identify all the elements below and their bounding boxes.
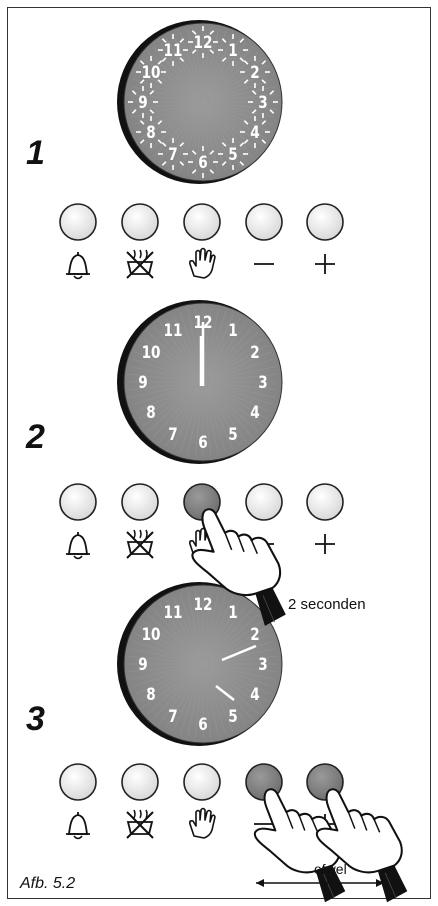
minus-button[interactable] [245,483,283,521]
dial-numeral: 2 [250,625,259,645]
crossed-pot-icon [126,809,154,839]
dial-numeral: 5 [228,145,237,165]
blink-rays-icon [136,56,167,88]
dial-numeral: 6 [198,433,207,453]
blink-rays-icon [158,34,188,67]
blink-rays-icon [239,116,270,148]
hand-icon [189,247,216,279]
dial-numeral: 5 [228,425,237,445]
bell-icon [66,532,90,560]
end-button[interactable] [121,203,159,241]
dial-numeral: 11 [164,41,183,61]
dial-numeral: 8 [146,403,155,423]
dial-numeral: 9 [138,373,147,393]
timer-button[interactable] [59,203,97,241]
dial-numeral: 2 [250,63,259,83]
blink-rays-icon [218,137,248,170]
step-number-1: 1 [26,134,45,172]
hand-button[interactable] [183,763,221,801]
button-row-2 [59,483,344,560]
end-button[interactable] [121,763,159,801]
bell-icon [66,252,90,280]
dial-numeral: 12 [194,595,213,615]
dial-numeral: 9 [138,93,147,113]
dial-numeral: 4 [250,123,259,143]
plus-button[interactable] [306,483,344,521]
double-arrow-icon [256,879,384,887]
plus-button[interactable] [306,203,344,241]
hand-button[interactable] [183,203,221,241]
dial-numeral: 8 [146,123,155,143]
clock-hand [221,644,257,662]
dial-numeral: 1 [228,41,237,61]
plus-icon [315,534,335,554]
timer-button[interactable] [59,483,97,521]
dial-numeral: 12 [194,33,213,53]
dial-numeral: 10 [142,625,161,645]
timer-button[interactable] [59,763,97,801]
clock-hand [215,685,235,701]
blink-rays-icon [136,116,167,148]
dial-numeral: 10 [142,63,161,83]
blink-rays-icon [248,86,278,118]
blink-rays-icon [188,146,218,178]
dial-numeral: 7 [168,707,177,727]
step-number-2: 2 [26,418,45,456]
crossed-pot-icon [126,529,154,559]
hand-icon [189,807,216,839]
dial-numeral: 11 [164,603,183,623]
blink-rays-icon [239,56,270,88]
bell-icon [66,812,90,840]
dial-numeral: 3 [258,655,267,675]
dial-numeral: 10 [142,343,161,363]
dial-numeral: 11 [164,321,183,341]
end-button[interactable] [121,483,159,521]
dial-numeral: 3 [258,93,267,113]
dial-numeral: 6 [198,153,207,173]
dial-numeral: 4 [250,403,259,423]
dial-numeral: 8 [146,685,155,705]
dial-numeral: 3 [258,373,267,393]
step-number-3: 3 [26,700,45,738]
crossed-pot-icon [126,249,154,279]
figure-caption: Afb. 5.2 [20,875,76,892]
blink-rays-icon [188,26,218,58]
alternative-annotation: ofwel [314,861,347,877]
button-row-3 [59,763,344,840]
dial-numeral: 7 [168,145,177,165]
button-row-1 [59,203,344,280]
plus-icon [315,254,335,274]
blink-rays-icon [158,137,188,170]
dial-numeral: 9 [138,655,147,675]
dial-numeral: 7 [168,425,177,445]
duration-annotation: 2 seconden [288,596,366,613]
dial-numeral: 2 [250,343,259,363]
minus-button[interactable] [245,203,283,241]
dial-numeral: 4 [250,685,259,705]
dial-numeral: 1 [228,321,237,341]
dial-numeral: 1 [228,603,237,623]
dial-numeral: 6 [198,715,207,735]
dial-numeral: 5 [228,707,237,727]
blink-rays-icon [218,34,248,67]
blink-rays-icon [128,86,158,118]
